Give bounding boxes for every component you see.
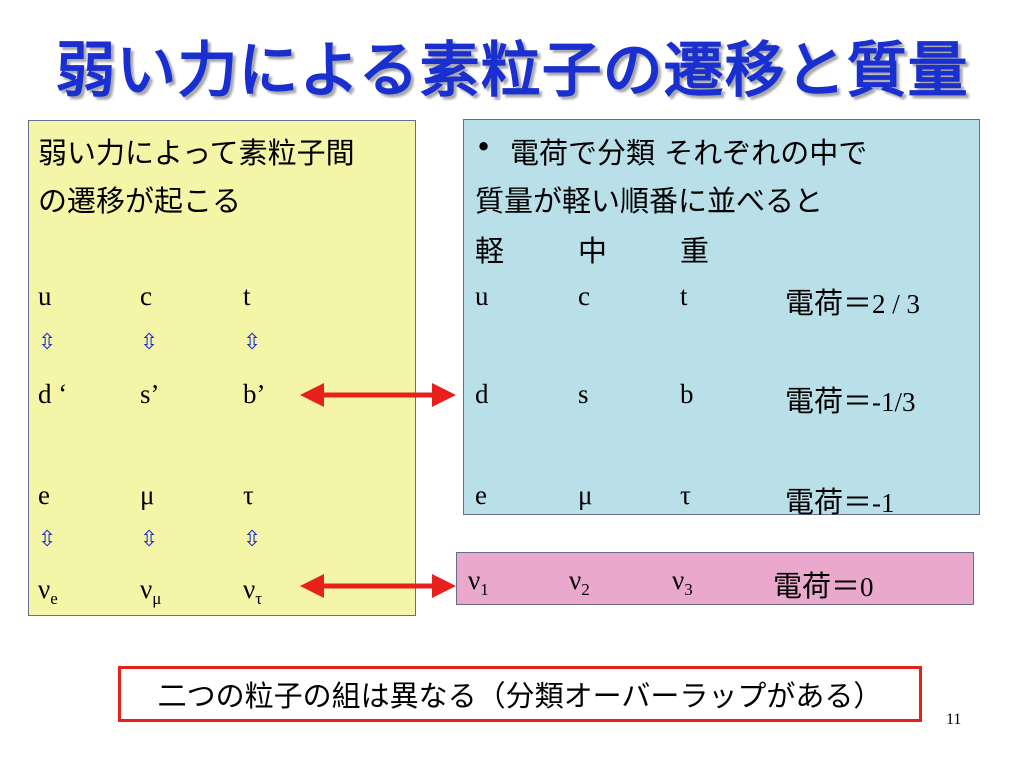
updown-arrow-icon: ⇳ [38, 330, 57, 355]
quark-s-prime: s’ [140, 379, 160, 409]
lepton-mu: μ [140, 480, 155, 510]
slide-title: 弱い力による素粒子の遷移と質量 [55, 36, 969, 106]
cell-d: d [475, 379, 489, 409]
lepton-tau: τ [243, 480, 254, 510]
right-panel [463, 119, 980, 515]
cell-t: t [680, 281, 688, 311]
updown-arrow-icon: ⇳ [243, 330, 262, 355]
left-heading-line1: 弱い力によって素粒子間 [38, 136, 355, 170]
updown-arrow-icon: ⇳ [38, 527, 57, 552]
right-heading-line1: 電荷で分類 それぞれの中で [510, 136, 868, 170]
cell-s: s [578, 379, 589, 409]
header-heavy: 重 [680, 234, 710, 268]
cell-c: c [578, 281, 590, 311]
quark-b-prime: b’ [243, 379, 266, 409]
header-light: 軽 [475, 234, 505, 268]
cell-tau: τ [680, 480, 691, 510]
quark-c: c [140, 281, 152, 311]
right-bullet: • [475, 130, 493, 164]
updown-arrow-icon: ⇳ [243, 527, 262, 552]
page-number: 11 [946, 711, 962, 728]
charge-label: 電荷＝-1 [785, 485, 895, 519]
charge-label: 電荷＝0 [773, 569, 874, 603]
neutrino-2: ν2 [569, 565, 590, 599]
footer-note: 二つの粒子の組は異なる（分類オーバーラップがある） [118, 666, 922, 722]
cell-mu: μ [578, 480, 593, 510]
cell-e: e [475, 480, 487, 510]
neutrino-3: ν3 [672, 565, 693, 599]
left-panel [28, 120, 416, 616]
header-middle: 中 [578, 234, 608, 268]
cell-b: b [680, 379, 694, 409]
neutrino-1: ν1 [468, 565, 489, 599]
charge-label: 電荷＝2 / 3 [785, 286, 921, 320]
quark-t: t [243, 281, 251, 311]
quark-u: u [38, 281, 52, 311]
neutrino-e: νe [38, 574, 58, 608]
neutrino-mu: νμ [140, 574, 162, 608]
updown-arrow-icon: ⇳ [140, 527, 159, 552]
double-arrow-icon [300, 383, 456, 407]
neutrino-panel [456, 552, 974, 605]
neutrino-tau: ντ [243, 574, 263, 608]
updown-arrow-icon: ⇳ [140, 330, 159, 355]
right-heading-line2: 質量が軽い順番に並べると [475, 184, 824, 218]
left-heading-line2: の遷移が起こる [38, 184, 242, 218]
quark-d-prime: d ‘ [38, 379, 68, 409]
charge-label: 電荷＝-1/3 [785, 384, 916, 418]
cell-u: u [475, 281, 489, 311]
double-arrow-icon [300, 574, 456, 598]
lepton-e: e [38, 480, 50, 510]
